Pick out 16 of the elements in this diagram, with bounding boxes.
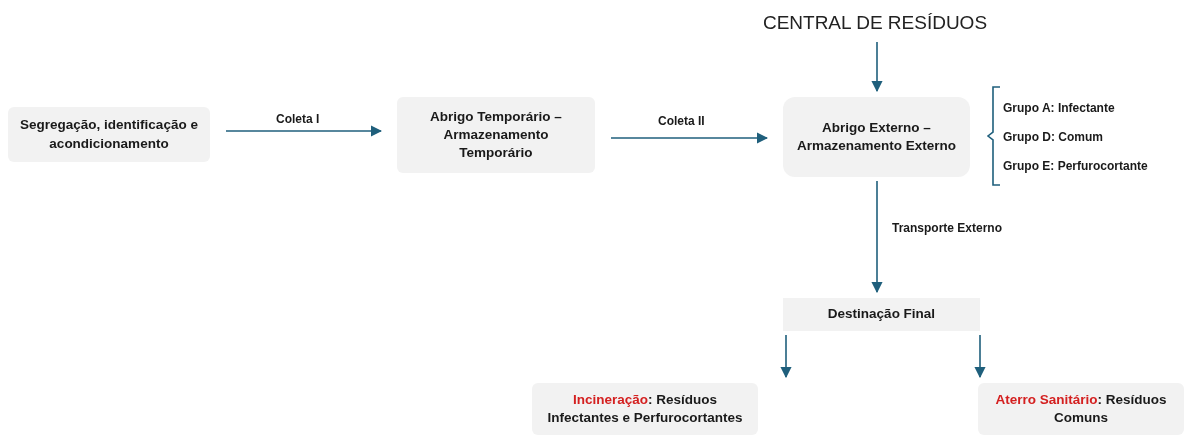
process-box: Destinação Final xyxy=(783,298,980,331)
arrow xyxy=(610,132,769,144)
arrow xyxy=(871,41,883,93)
arrow xyxy=(871,180,883,294)
process-box: Segregação, identificação e acondicionamento xyxy=(8,107,210,162)
group-label: Grupo D: Comum xyxy=(1003,129,1103,146)
process-box: Aterro Sanitário: Resíduos Comuns xyxy=(978,383,1184,435)
process-box: Incineração: Resíduos Infectantes e Perfurocortantes xyxy=(532,383,758,435)
process-box: Abrigo Temporário – Armazenamento Temporário xyxy=(397,97,595,173)
arrow xyxy=(780,334,792,379)
process-box: Abrigo Externo – Armazenamento Externo xyxy=(783,97,970,177)
group-label: Grupo E: Perfurocortante xyxy=(1003,158,1148,175)
arrow xyxy=(225,125,383,137)
arrow xyxy=(974,334,986,379)
heading-text: CENTRAL DE RESÍDUOS xyxy=(725,8,1025,38)
group-label: Grupo A: Infectante xyxy=(1003,100,1115,117)
